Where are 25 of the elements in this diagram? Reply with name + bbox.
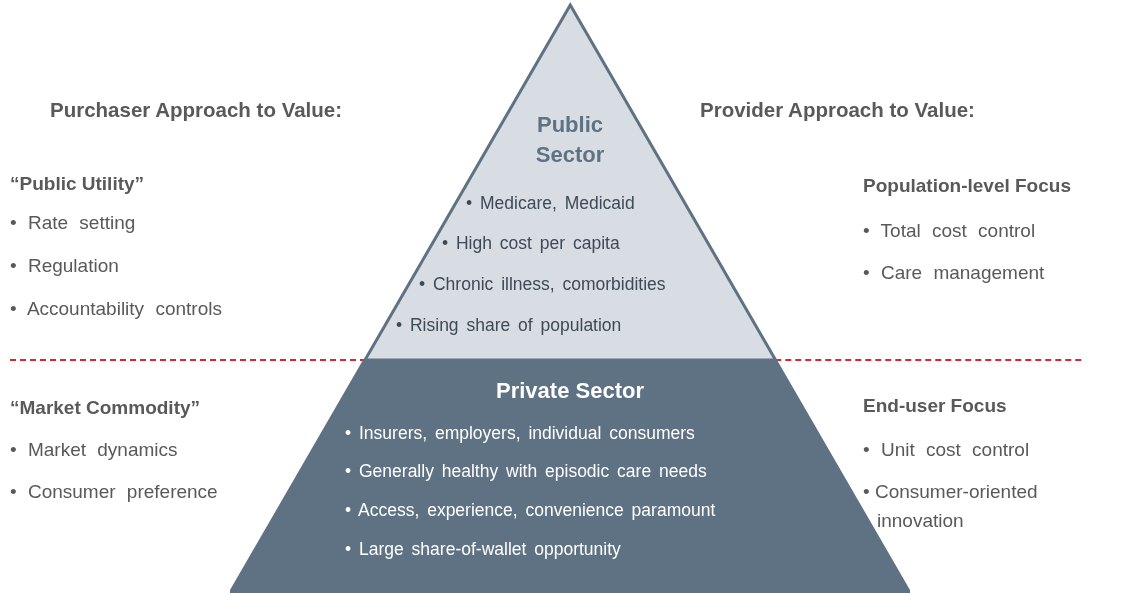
bullet-item: • Regulation: [10, 254, 119, 278]
column-heading: Purchaser Approach to Value:: [50, 98, 342, 122]
bullet-item: • Insurers, employers, individual consumers: [345, 422, 695, 444]
group-heading: End-user Focus: [863, 394, 1007, 418]
bullet-item: • Market dynamics: [10, 438, 178, 462]
bullet-item: • Consumer preference: [10, 480, 218, 504]
section-title: Public Sector: [534, 111, 606, 169]
bullet-item: • Large share-of-wallet opportunity: [345, 538, 621, 560]
bullet-item: • Rising share of population: [396, 314, 622, 336]
bullet-item: • Consumer-oriented innovation: [863, 480, 1039, 533]
bullet-item: • Medicare, Medicaid: [466, 192, 635, 214]
group-heading: “Market Commodity”: [10, 396, 201, 420]
section-title: Private Sector: [495, 377, 645, 405]
bullet-item: • Access, experience, convenience paramount: [345, 499, 716, 521]
bullet-item: • Accountability controls: [10, 297, 222, 321]
bullet-item: • Total cost control: [863, 219, 1036, 243]
bullet-item: • Generally healthy with episodic care needs: [345, 460, 707, 482]
bullet-item: • Care management: [863, 261, 1045, 285]
group-heading: Population-level Focus: [863, 174, 1071, 198]
bullet-item: • Rate setting: [10, 211, 136, 235]
bullet-item: • Chronic illness, comorbidities: [419, 273, 666, 295]
group-heading: “Public Utility”: [10, 172, 145, 196]
bullet-item: • Unit cost control: [863, 438, 1030, 462]
bullet-item: • High cost per capita: [442, 232, 620, 254]
column-heading: Provider Approach to Value:: [700, 98, 975, 122]
